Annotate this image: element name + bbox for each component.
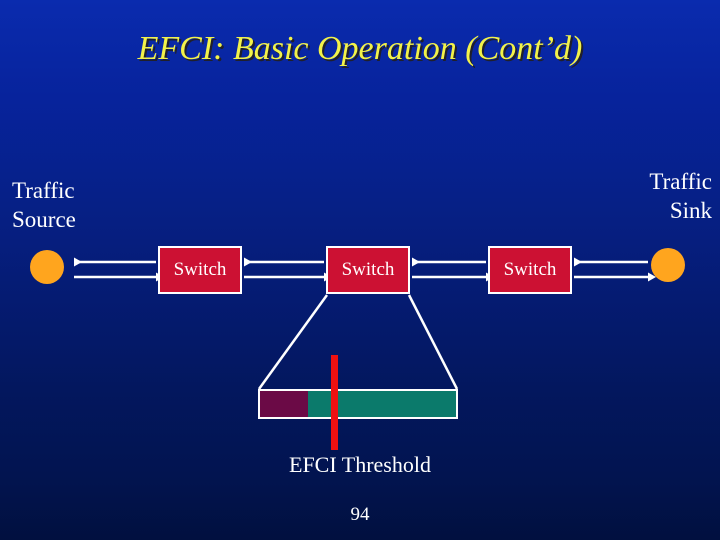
switch-label-1: Switch	[173, 259, 227, 280]
queue-guide-right	[407, 294, 459, 390]
traffic-source-label: Traffic Source	[12, 178, 76, 232]
traffic-sink-node-icon	[651, 248, 685, 282]
switch-box-2[interactable]: Switch	[326, 246, 410, 294]
switch-box-3[interactable]: Switch	[488, 246, 572, 294]
efci-threshold-marker	[331, 355, 338, 450]
traffic-sink-label: Traffic Sink	[649, 169, 712, 223]
slide-number: 94	[350, 504, 370, 525]
switch-box-1[interactable]: Switch	[158, 246, 242, 294]
switch-label-3: Switch	[503, 259, 557, 280]
page-title: EFCI: Basic Operation (Cont’d)	[137, 30, 583, 67]
switch-queue-bar	[258, 389, 458, 419]
switch-label-2: Switch	[341, 259, 395, 280]
efci-threshold-caption: EFCI Threshold	[289, 452, 431, 477]
queue-guide-left	[257, 294, 329, 390]
queue-filled-segment	[260, 391, 308, 417]
traffic-source-node-icon	[30, 250, 64, 284]
